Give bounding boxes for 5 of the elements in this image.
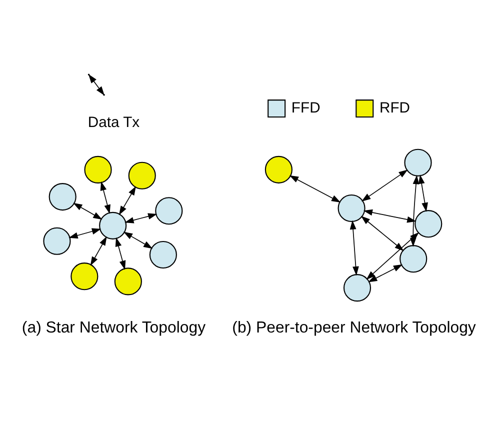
label: (a) Star Network Topology [22, 318, 206, 336]
legend-label: Data Tx [88, 114, 140, 130]
legend-label: RFD [379, 100, 410, 116]
legend-label: FFD [291, 100, 320, 116]
label: (b) Peer-to-peer Network Topology [232, 318, 476, 336]
